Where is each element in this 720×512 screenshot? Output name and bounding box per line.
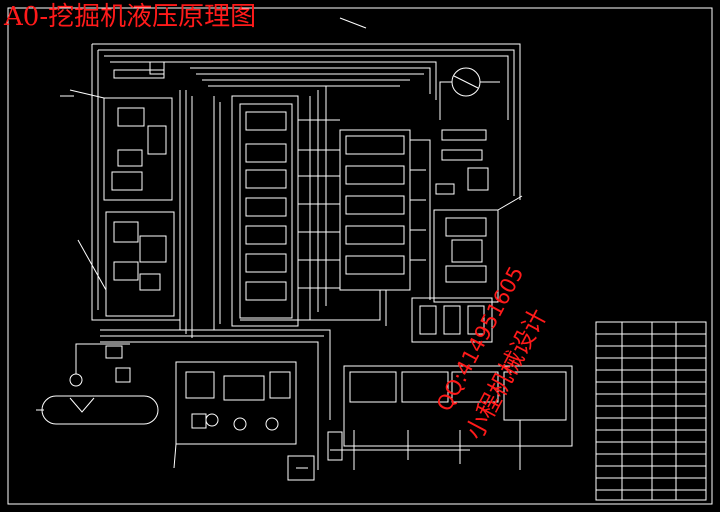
left-pipe-bundle xyxy=(100,90,331,470)
drawing-frame xyxy=(7,7,713,505)
right-valve-bank xyxy=(240,129,431,326)
accumulator-tank xyxy=(36,343,159,425)
pump-station xyxy=(173,361,315,481)
drawing-title: A0-挖掘机液压原理图 xyxy=(4,2,257,32)
top-pipe-runs xyxy=(91,43,521,321)
actuator-group xyxy=(327,297,573,470)
right-valve-assembly xyxy=(433,129,523,303)
swing-motor xyxy=(439,67,500,120)
title-block xyxy=(595,321,707,501)
misc-components xyxy=(60,17,367,383)
central-valve-block xyxy=(213,86,340,331)
upper-left-valve-assembly xyxy=(69,89,173,201)
lower-left-valve-assembly xyxy=(77,211,175,317)
